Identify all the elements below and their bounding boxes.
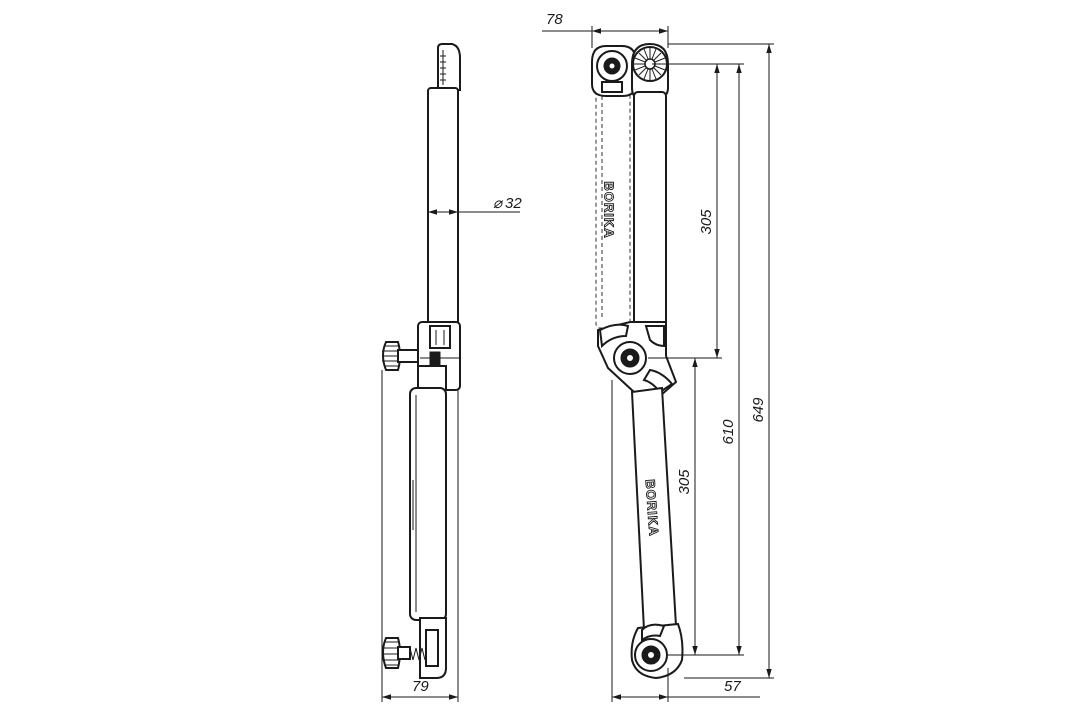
dimension-diameter: ⌀ 32 xyxy=(428,195,522,215)
top-width-value: 78 xyxy=(546,11,563,28)
bottom-width-value: 57 xyxy=(724,678,741,695)
dimension-top-width: 78 xyxy=(542,11,669,48)
upper-segment-value: 305 xyxy=(698,209,715,235)
side-upper-tube xyxy=(427,87,459,329)
brand-label-lower: BORIKA xyxy=(643,479,662,537)
dimension-upper-segment: 305 xyxy=(648,63,722,359)
side-top-tab xyxy=(437,43,461,91)
dimension-total-length: 649 xyxy=(668,43,774,679)
front-upper-right-tube xyxy=(633,91,667,329)
brand-label-upper: BORIKA xyxy=(602,181,617,238)
side-width-value: 79 xyxy=(412,678,429,695)
side-lower-tube xyxy=(409,387,447,621)
axis-length-value: 610 xyxy=(720,419,737,445)
diameter-symbol: ⌀ xyxy=(493,195,504,212)
diameter-value: 32 xyxy=(505,195,522,212)
side-lower-screw xyxy=(409,647,426,661)
dimension-side-width: 79 xyxy=(381,370,459,702)
dimension-bottom-width: 57 xyxy=(611,380,760,702)
front-view: BORIKA BORIKA xyxy=(591,42,684,680)
total-length-value: 649 xyxy=(750,397,767,423)
lower-segment-value: 305 xyxy=(676,469,693,495)
dimension-lower-segment: 305 xyxy=(648,357,700,656)
side-view xyxy=(382,43,461,679)
side-top-tab-serrations xyxy=(440,55,446,81)
dimension-axis-length: 610 xyxy=(700,63,744,656)
